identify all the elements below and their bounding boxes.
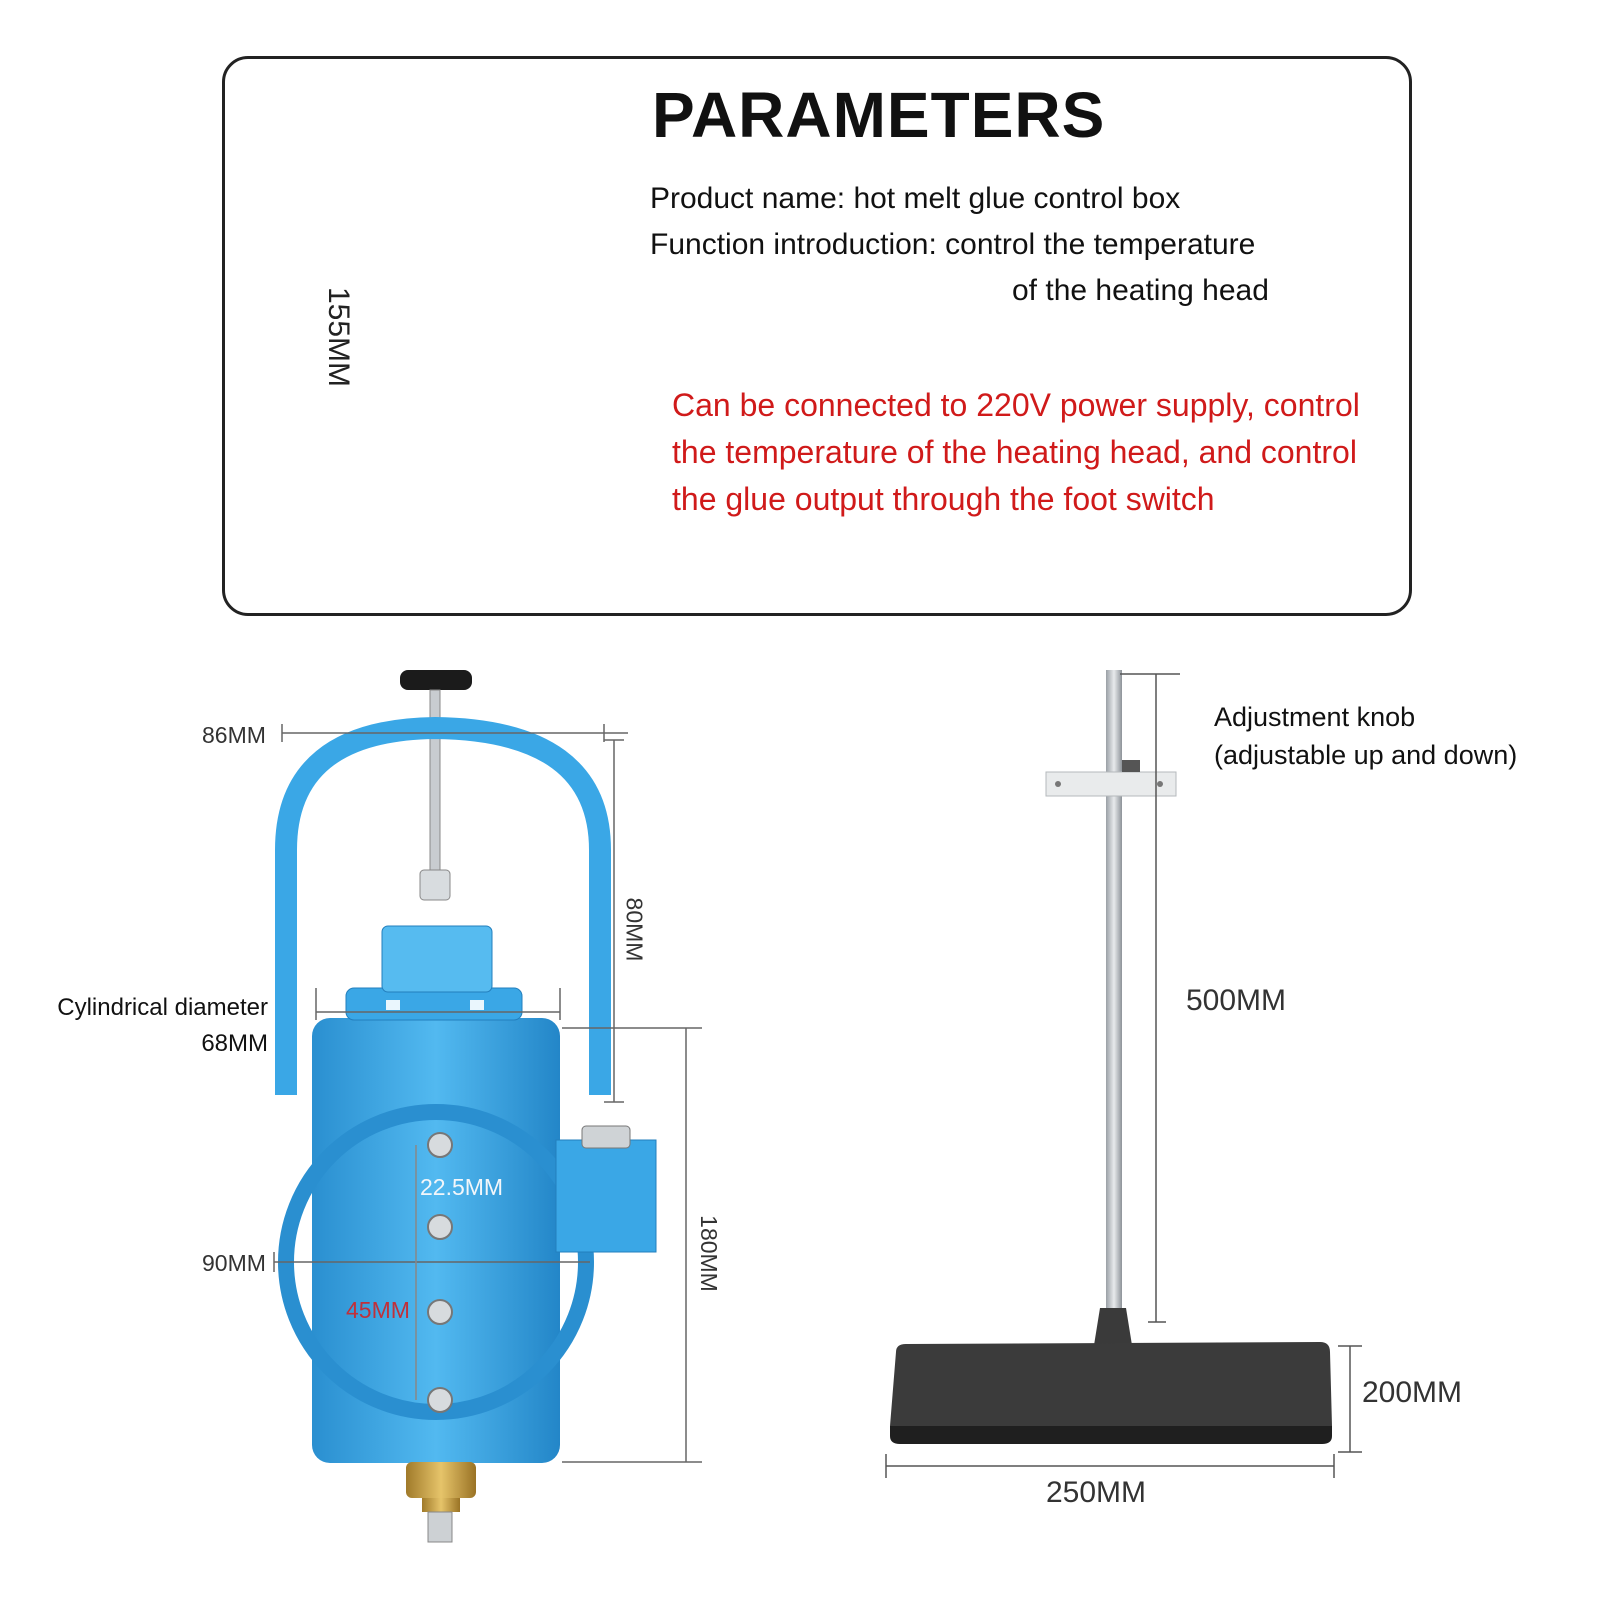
stand-dimension-lines [885, 673, 1362, 1478]
cylinder-caption-line2: 68MM [201, 1030, 268, 1057]
power-supply-note: Can be connected to 220V power supply, c… [672, 387, 1360, 517]
parameters-panel [222, 56, 1412, 616]
glue-head-dimension-lines [273, 724, 702, 1463]
knob-caption-line2: (adjustable up and down) [1214, 740, 1518, 770]
body-width-label: 90MM [202, 1250, 266, 1276]
cylinder-caption-line1: Cylindrical diameter [57, 994, 268, 1021]
hole-spacing-small-label: 22.5MM [420, 1174, 504, 1200]
glue-head-illustration [275, 670, 657, 1543]
body-height-label: 180MM [695, 1215, 722, 1292]
bracket-height-label: 80MM [621, 897, 648, 962]
parameters-title: PARAMETERS [652, 79, 1106, 151]
head-width-label: 86MM [202, 722, 266, 748]
stand-height-label: 500MM [1186, 984, 1287, 1017]
base-width-label: 250MM [1046, 1476, 1147, 1509]
stand-illustration [890, 670, 1332, 1444]
function-line-1: Function introduction: control the tempe… [650, 228, 1256, 261]
knob-caption-line1: Adjustment knob [1214, 702, 1416, 732]
box-height-label: 155MM [322, 286, 356, 388]
function-line-2: of the heating head [1012, 274, 1269, 307]
product-name-line: Product name: hot melt glue control box [650, 182, 1181, 215]
base-depth-label: 200MM [1362, 1376, 1463, 1409]
hole-spacing-large-label: 45MM [346, 1297, 410, 1323]
